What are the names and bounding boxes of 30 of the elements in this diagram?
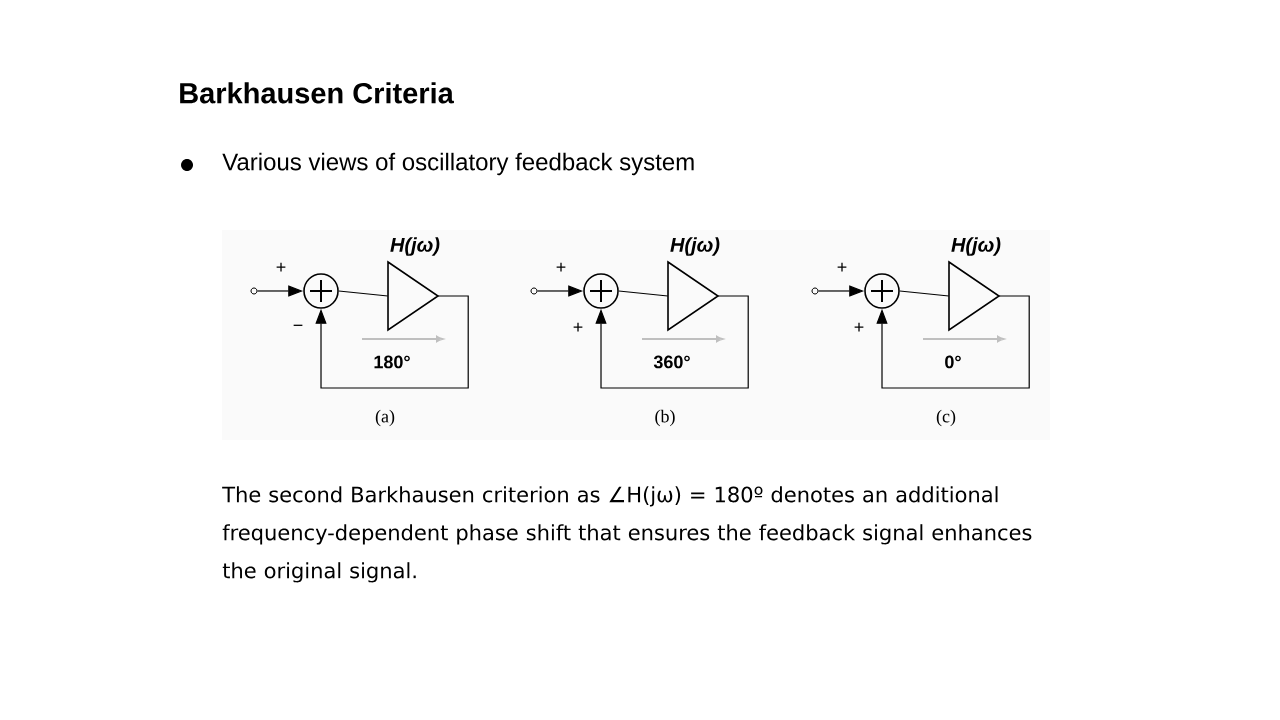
node-label: H(jω)	[951, 237, 1001, 256]
sign-label: +	[854, 322, 864, 332]
node-label: H(jω)	[390, 237, 440, 256]
connector-line	[618, 290, 669, 297]
heading: Barkhausen Criteria	[180, 82, 454, 104]
summing-junction	[583, 273, 619, 309]
feedback-arrow	[315, 295, 469, 389]
sign-label: +	[276, 262, 286, 272]
summing-junction	[864, 273, 900, 309]
summing-junction	[303, 273, 339, 309]
input-terminal	[530, 287, 538, 295]
sign-label: +	[837, 262, 847, 272]
bullet-text: Various views of oscillatory feedback system	[222, 152, 694, 176]
node-label: H(jω)	[670, 237, 720, 256]
sign-label: +	[556, 262, 566, 272]
feedback-arrow	[595, 295, 749, 389]
feedback-arrow	[876, 295, 1030, 389]
panel-label: (c)	[936, 409, 956, 427]
panel-label: (b)	[655, 409, 675, 427]
paragraph: The second Barkhausen criterion as ∠H(jω) = 180º denotes an additional frequency-dependent phase shift that ensures the feedback signal enhances the original signal.	[222, 486, 1032, 583]
connector-line	[899, 290, 950, 297]
sign-label: −	[293, 324, 303, 326]
phase-label: 180°	[374, 355, 410, 369]
input-terminal	[811, 287, 819, 295]
connector-line	[338, 290, 389, 297]
phase-label: 0°	[945, 355, 961, 369]
phase-label: 360°	[653, 355, 690, 369]
sign-label: +	[573, 322, 583, 332]
panel-label: (a)	[375, 409, 395, 427]
input-terminal	[250, 287, 258, 295]
